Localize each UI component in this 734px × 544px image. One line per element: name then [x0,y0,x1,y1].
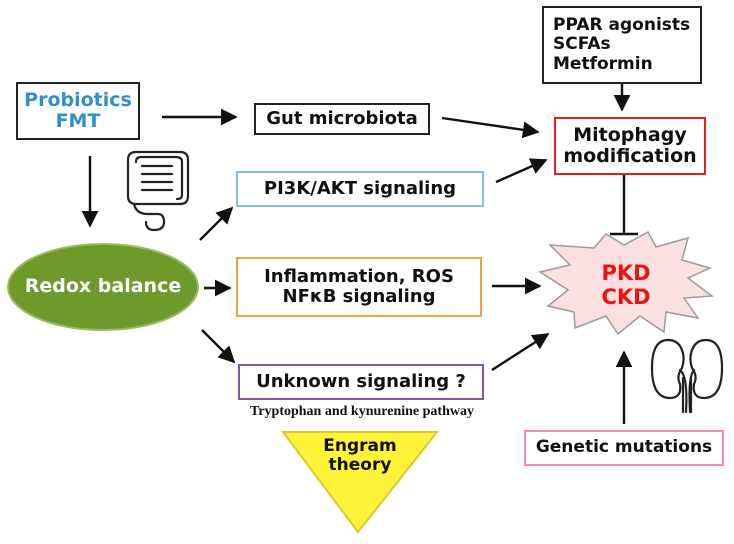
agonists-box: PPAR agonists SCFAs Metformin [542,6,702,84]
genetic-mutations-label: Genetic mutations [535,437,713,458]
arrow-unknown-to-pkd [491,332,550,372]
agonists-line2: SCFAs [553,34,611,55]
intestine-icon [126,150,190,232]
gut-microbiota-label: Gut microbiota [266,107,418,129]
pkd-ckd-starburst [538,230,715,336]
gut-microbiota-box: Gut microbiota [254,103,430,135]
engram-label: Engram theory [310,436,410,476]
kidneys-icon [650,338,724,414]
arrow-pi3k-to-mitophagy [495,158,548,184]
inflammation-box: Inflammation, ROS NFκB signaling [236,257,482,317]
mitophagy-line2: modification [563,145,697,167]
arrow-gut-to-mitophagy [441,116,540,139]
mitophagy-line1: Mitophagy [573,123,687,146]
pkd-label: PKD [601,261,651,285]
unknown-signaling-label: Unknown signaling ? [256,370,466,392]
agonists-line3: Metformin [553,53,653,74]
redox-balance-label: Redox balance [24,275,182,297]
probiotics-line1: Probiotics [24,88,132,111]
genetic-mutations-box: Genetic mutations [524,430,724,466]
probiotics-box: Probiotics FMT [16,82,140,140]
arrow-redox-to-pi3k [199,206,234,241]
agonists-line1: PPAR agonists [553,15,691,36]
engram-line2: theory [328,455,392,476]
probiotics-line2: FMT [55,110,101,132]
pi3k-akt-label: PI3K/AKT signaling [263,177,457,199]
engram-triangle [281,431,440,534]
unknown-signaling-box: Unknown signaling ? [238,364,484,400]
inflammation-line1: Inflammation, ROS [264,265,454,287]
ckd-label: CKD [601,284,651,309]
pkd-ckd-label: PKD CKD [584,261,668,309]
tryptophan-caption: Tryptophan and kynurenine pathway [250,404,474,419]
pi3k-akt-box: PI3K/AKT signaling [236,171,484,207]
redox-balance-node [7,243,199,331]
mitophagy-box: Mitophagy modification [554,117,706,175]
engram-line1: Engram [323,436,397,456]
inflammation-line2: NFκB signaling [282,286,436,307]
arrow-redox-to-unknown [201,329,236,364]
